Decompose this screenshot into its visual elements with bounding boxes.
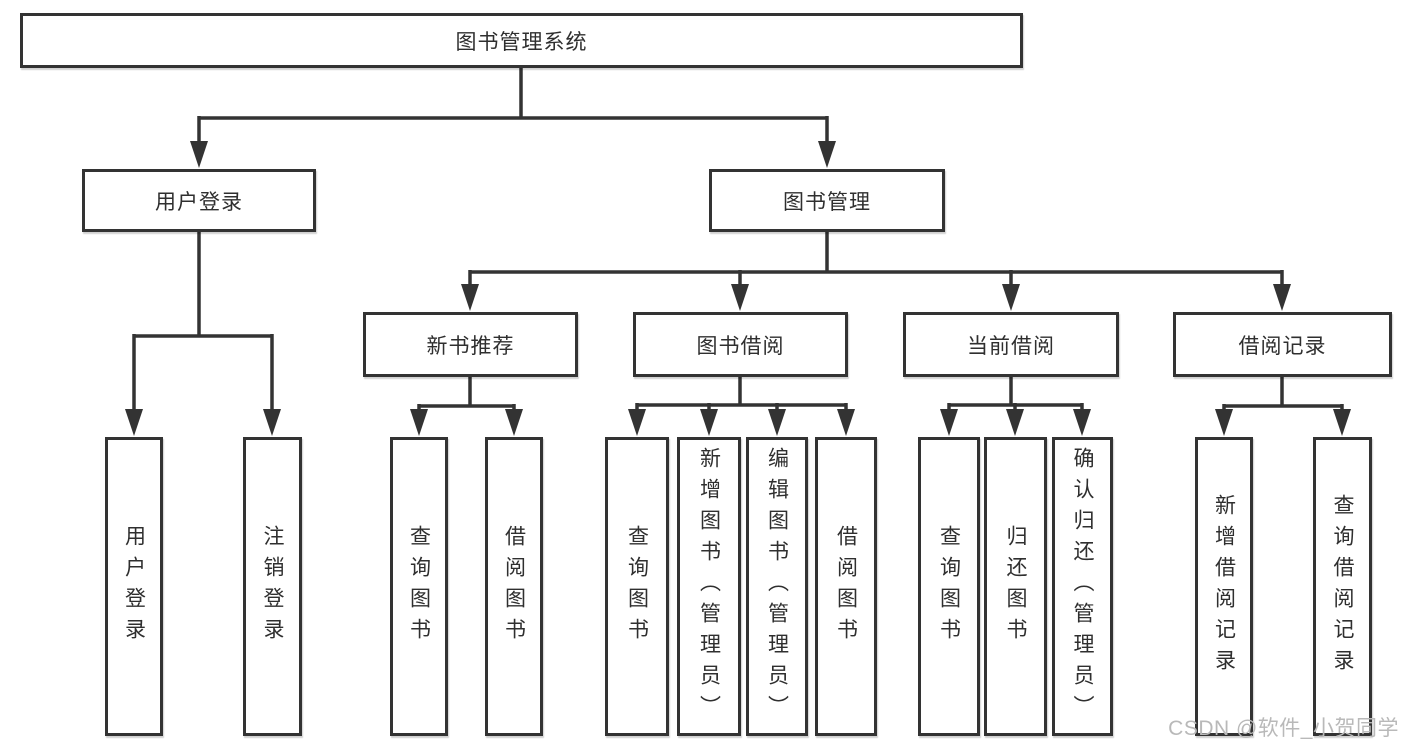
leaf-add-borrow-record: 新增借阅记录: [1195, 437, 1253, 736]
connector-new-book-recommend-children: [410, 377, 523, 436]
leaf-user-login: 用户登录: [105, 437, 163, 736]
node-borrow-records: 借阅记录: [1173, 312, 1392, 377]
watermark-text: CSDN @软件_小贺同学: [1168, 717, 1399, 740]
leaf-add-books-admin: 新增图书（管理员）: [677, 437, 741, 736]
node-current-borrow-label: 当前借阅: [967, 334, 1055, 358]
leaf-borrow-books-recommend: 借阅图书: [485, 437, 543, 736]
connector-borrow-records-children: [1215, 377, 1351, 436]
connector-root-to-level2: [190, 68, 836, 168]
node-book-borrow: 图书借阅: [633, 312, 848, 377]
leaf-query-borrow-record-label: 查询借阅记录: [1331, 493, 1354, 680]
node-user-login-label: 用户登录: [155, 190, 243, 214]
leaf-query-books-borrow-label: 查询图书: [625, 524, 649, 649]
connector-book-management-children: [461, 232, 1291, 311]
node-book-management: 图书管理: [709, 169, 945, 232]
leaf-query-books-recommend-label: 查询图书: [407, 524, 431, 649]
leaf-confirm-return-admin: 确认归还（管理员）: [1052, 437, 1113, 736]
leaf-return-books: 归还图书: [984, 437, 1047, 736]
leaf-query-books-borrow: 查询图书: [605, 437, 669, 736]
leaf-confirm-return-admin-label: 确认归还（管理员）: [1071, 447, 1094, 726]
leaf-edit-books-admin: 编辑图书（管理员）: [746, 437, 808, 736]
leaf-user-login-label: 用户登录: [122, 524, 146, 649]
leaf-borrow-books-label: 借阅图书: [834, 524, 858, 649]
connector-current-borrow-children: [940, 377, 1091, 436]
node-new-book-recommend: 新书推荐: [363, 312, 578, 377]
node-user-login: 用户登录: [82, 169, 316, 232]
node-borrow-records-label: 借阅记录: [1238, 334, 1327, 358]
leaf-add-books-admin-label: 新增图书（管理员）: [697, 447, 721, 726]
node-book-borrow-label: 图书借阅: [696, 334, 785, 358]
leaf-borrow-books: 借阅图书: [815, 437, 877, 736]
leaf-logout-label: 注销登录: [261, 524, 284, 649]
node-new-book-recommend-label: 新书推荐: [426, 334, 515, 358]
node-current-borrow: 当前借阅: [903, 312, 1119, 377]
leaf-borrow-books-recommend-label: 借阅图书: [502, 524, 526, 649]
node-root-label: 图书管理系统: [455, 30, 588, 54]
leaf-add-borrow-record-label: 新增借阅记录: [1212, 493, 1236, 680]
leaf-query-books-recommend: 查询图书: [390, 437, 448, 736]
leaf-query-books-current-label: 查询图书: [937, 524, 961, 649]
leaf-query-borrow-record: 查询借阅记录: [1313, 437, 1372, 736]
connector-book-borrow-children: [628, 377, 855, 436]
leaf-edit-books-admin-label: 编辑图书（管理员）: [765, 447, 789, 726]
leaf-query-books-current: 查询图书: [918, 437, 980, 736]
leaf-return-books-label: 归还图书: [1004, 524, 1027, 649]
node-book-management-label: 图书管理: [783, 190, 871, 214]
leaf-logout: 注销登录: [243, 437, 302, 736]
node-root: 图书管理系统: [20, 13, 1023, 68]
connector-user-login-children: [125, 232, 281, 436]
